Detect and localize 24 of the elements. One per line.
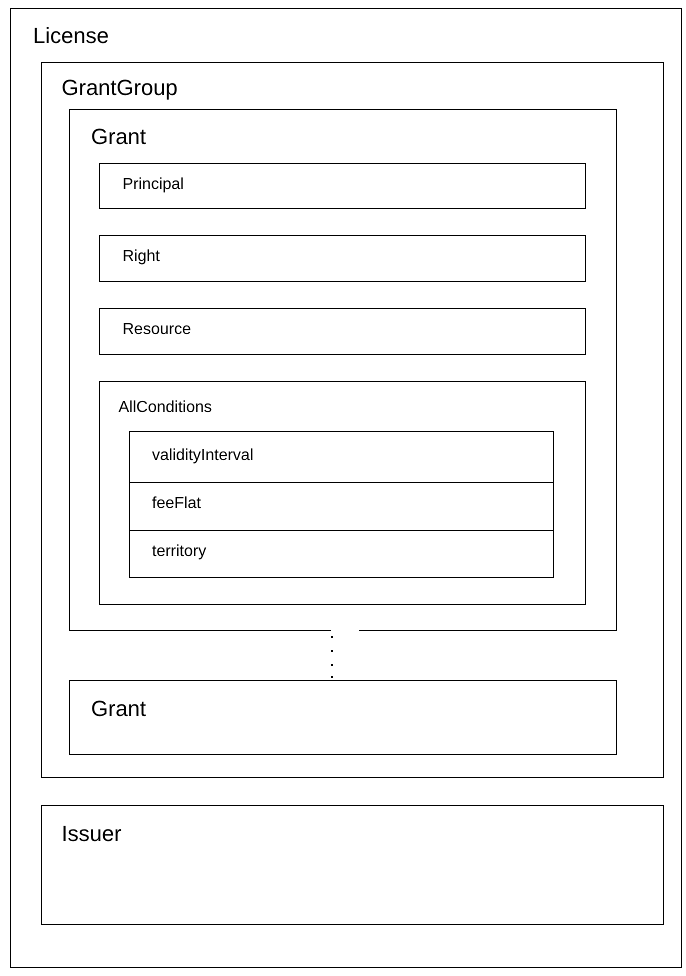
container-box bbox=[98, 380, 586, 604]
box-label: feeFlat bbox=[152, 496, 201, 512]
box-label: Grant bbox=[91, 698, 146, 720]
box-label: validityInterval bbox=[152, 448, 254, 464]
container-box bbox=[129, 431, 554, 483]
box-label: territory bbox=[152, 544, 206, 560]
box-label: GrantGroup bbox=[62, 76, 178, 98]
box-label: Right bbox=[122, 248, 160, 264]
container-box bbox=[40, 62, 664, 778]
box-label: Grant bbox=[91, 126, 146, 148]
container-box bbox=[69, 680, 617, 755]
box-label: Principal bbox=[122, 176, 184, 192]
container-box bbox=[98, 308, 586, 354]
box-label: AllConditions bbox=[118, 400, 212, 416]
container-box bbox=[129, 482, 554, 531]
container-box bbox=[98, 234, 586, 282]
container-box bbox=[10, 8, 682, 968]
container-box bbox=[98, 162, 586, 208]
box-label: Resource bbox=[122, 322, 191, 338]
container-box bbox=[69, 109, 617, 631]
container-box bbox=[129, 530, 554, 578]
container-box bbox=[40, 804, 664, 924]
box-label: Issuer bbox=[62, 822, 122, 844]
box-label: License bbox=[33, 25, 109, 47]
